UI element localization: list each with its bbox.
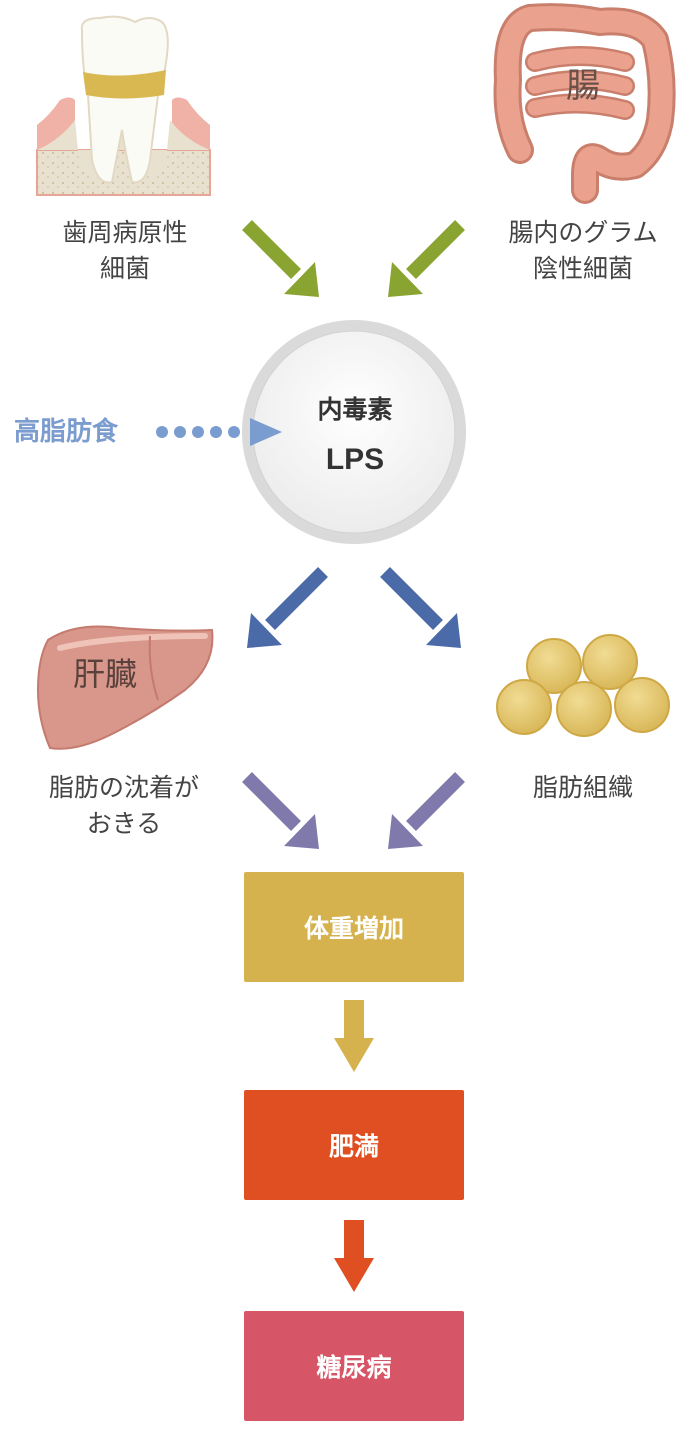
diabetes-box: 糖尿病 [244, 1311, 464, 1421]
arrow-periodontal-to-lps [242, 220, 319, 297]
obesity-box: 肥満 [244, 1090, 464, 1200]
liver-label-line1: 脂肪の沈着が [48, 773, 199, 802]
periodontal-label-line1: 歯周病原性 [62, 218, 188, 247]
liver-icon-label: 肝臓 [72, 655, 137, 693]
liver-label-line2: おきる [86, 809, 162, 838]
arrow-weight-to-obesity [334, 1000, 374, 1072]
arrow-liver-to-weight [242, 772, 319, 849]
arrow-lps-to-fat [380, 567, 461, 648]
diet-arrow [156, 418, 282, 446]
intestine-icon [493, 3, 676, 204]
lps-sphere [242, 320, 466, 544]
intestine-label: 腸内のグラム 陰性細菌 [478, 215, 680, 287]
periodontal-label-line2: 細菌 [99, 254, 150, 283]
lps-subtitle: LPS [325, 443, 385, 476]
lps-title: 内毒素 [317, 395, 393, 424]
liver-label: 脂肪の沈着が おきる [14, 770, 234, 842]
arrow-obesity-to-diabetes [334, 1220, 374, 1292]
tooth-icon [36, 15, 211, 196]
intestine-label-line1: 腸内のグラム [508, 218, 658, 247]
arrow-fat-to-weight [388, 772, 465, 849]
fat-label: 脂肪組織 [532, 773, 633, 802]
weight-gain-box: 体重増加 [244, 872, 464, 982]
intestine-label-line2: 陰性細菌 [532, 254, 633, 283]
arrow-intestine-to-lps [388, 220, 465, 297]
high-fat-diet-label: 高脂肪食 [14, 417, 119, 447]
intestine-icon-label: 腸 [566, 66, 600, 106]
liver-icon [36, 625, 214, 750]
arrow-lps-to-liver [247, 567, 328, 648]
periodontal-label: 歯周病原性 細菌 [20, 215, 230, 287]
fat-cells-icon [496, 634, 670, 737]
